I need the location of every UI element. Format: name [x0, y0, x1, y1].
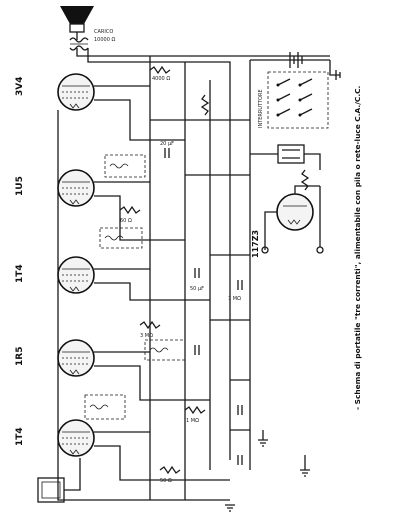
- loudspeaker: [60, 6, 94, 40]
- power-switch: [267, 71, 329, 129]
- tube-label-1: 3V4: [15, 77, 25, 97]
- label-filter: 1 MΩ: [228, 296, 241, 302]
- tube-label-3: 1T4: [15, 264, 25, 283]
- speaker-impedance-label: 10000 Ω: [94, 37, 115, 43]
- switch-label: INTERRUTTORE: [258, 89, 264, 128]
- output-transformer: [69, 37, 89, 51]
- tube-label-5: 1T4: [15, 427, 25, 446]
- rectifier-tube: [264, 185, 320, 250]
- tube-label-2: 1U5: [15, 176, 25, 196]
- tube-1u5: [57, 169, 95, 207]
- label-r5: 50 Ω: [160, 478, 172, 484]
- diagram-caption: - Schema di portatile "tre correnti", al…: [353, 85, 362, 410]
- mains-terminals: [261, 186, 324, 254]
- label-r3: 3 MΩ: [140, 333, 153, 339]
- label-r1: 4000 Ω: [152, 76, 170, 82]
- tube-label-4: 1R5: [15, 347, 25, 366]
- speaker-cabinet-label: CARICO: [94, 29, 113, 35]
- label-r2: 60 Ω: [120, 218, 132, 224]
- tube-3v4: [57, 73, 95, 111]
- tube-1t4-a: [57, 256, 95, 294]
- tube-1t4-b: [57, 419, 95, 457]
- label-c2: 50 μF: [190, 286, 204, 292]
- label-c1: 20 μF: [160, 141, 174, 147]
- label-r4: 1 MΩ: [186, 418, 199, 424]
- filter-network: [250, 144, 321, 191]
- battery-section: [250, 52, 341, 80]
- loop-antenna: [37, 458, 81, 503]
- rectifier-label: 117Z3: [251, 230, 260, 258]
- tube-1r5: [57, 339, 95, 377]
